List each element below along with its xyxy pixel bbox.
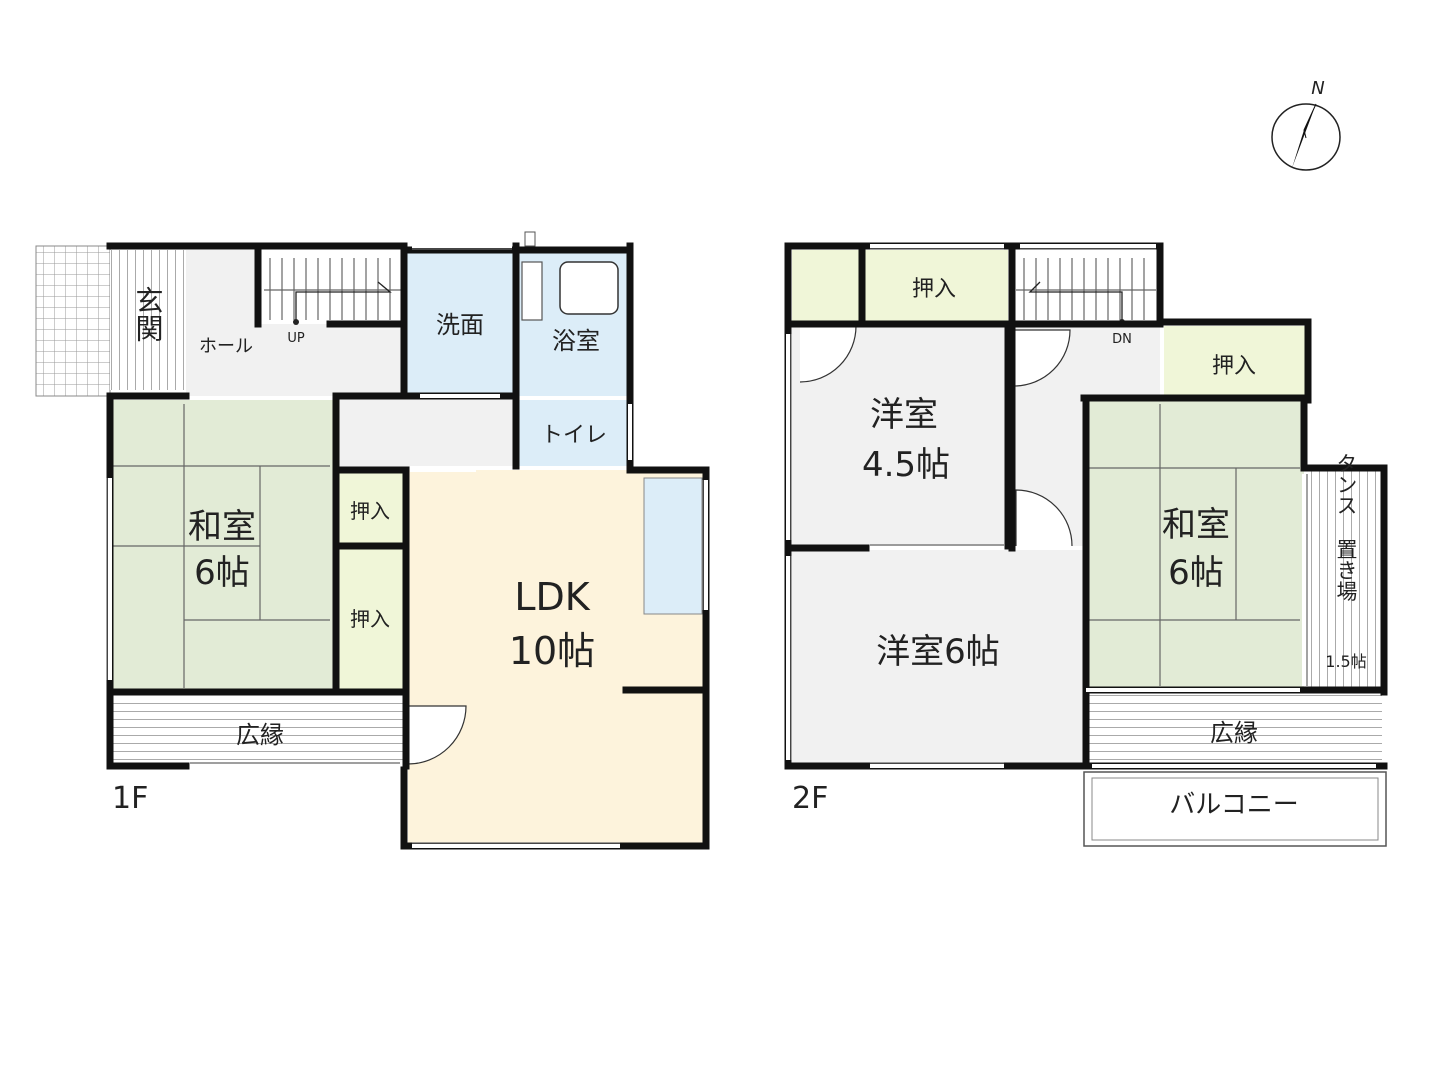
entrance-porch: [35, 245, 111, 397]
hall-label: ホール: [199, 336, 253, 357]
oshiire-1f-bottom: [336, 548, 404, 692]
first-floor: [35, 231, 710, 850]
oshiire-2f-right: [1164, 326, 1306, 396]
senmen-label: 洗面: [436, 311, 484, 339]
washitsu-2f: [1088, 400, 1304, 690]
youshitsu-6: [792, 550, 1084, 764]
balcony-label: バルコニー: [1169, 790, 1298, 820]
stairs-up-label: UP: [287, 331, 305, 346]
washitsu-2f-name: 和室: [1162, 505, 1230, 545]
hiroen-2f: [1088, 694, 1382, 764]
second-floor: [784, 242, 1388, 847]
bath-label: 浴室: [552, 327, 600, 355]
compass-label: N: [1311, 78, 1324, 99]
youshitsu-45-size: 4.5帖: [862, 445, 950, 485]
youshitsu-45-name: 洋室: [870, 395, 938, 435]
north-compass: [1271, 103, 1341, 171]
toilet-room: [516, 400, 630, 466]
oshiire-1f-top-label: 押入: [350, 499, 390, 523]
genkan-room: [110, 250, 186, 390]
ldk-name: LDK: [514, 575, 590, 619]
oshiire-1f-top: [336, 472, 404, 544]
oshiire-2f-top-label: 押入: [912, 277, 956, 302]
tansu-size: 1.5帖: [1325, 652, 1366, 671]
ldk-size: 10帖: [509, 629, 595, 673]
hiroen-2f-label: 広縁: [1210, 719, 1258, 747]
oshiire-1f-bottom-label: 押入: [350, 607, 390, 631]
stairs-down-label: DN: [1112, 332, 1132, 347]
hiroen-1f: [110, 696, 404, 766]
senmen-room: [404, 250, 516, 396]
genkan-label: 玄関: [132, 286, 165, 342]
washitsu-2f-size: 6帖: [1168, 553, 1224, 593]
oshiire-2f-small: [792, 250, 862, 322]
tansu-space: [1308, 470, 1382, 690]
balcony: [1083, 771, 1387, 847]
tansu-label-2: 置き場: [1334, 539, 1358, 602]
corridor-2f: [1012, 324, 1160, 546]
stairs-down: [1012, 250, 1160, 325]
labels: N 1F 2F 玄関 ホール UP 洗面 浴室 トイレ 和室 6帖 押入 押入 …: [112, 78, 1367, 820]
tansu-label-1: タンス: [1334, 453, 1358, 516]
oshiire-2f-right-label: 押入: [1212, 354, 1256, 379]
washitsu-1f: [110, 400, 336, 692]
floor-label-2f: 2F: [792, 781, 828, 816]
floor-label-1f: 1F: [112, 781, 148, 816]
washitsu-1f-size: 6帖: [194, 553, 250, 593]
toilet-label: トイレ: [541, 423, 607, 448]
hiroen-1f-label: 広縁: [236, 721, 284, 749]
youshitsu-6-label: 洋室6帖: [876, 632, 1000, 672]
oshiire-2f-top: [864, 250, 1008, 322]
washitsu-1f-name: 和室: [188, 507, 256, 547]
stairs-up: [258, 250, 404, 325]
